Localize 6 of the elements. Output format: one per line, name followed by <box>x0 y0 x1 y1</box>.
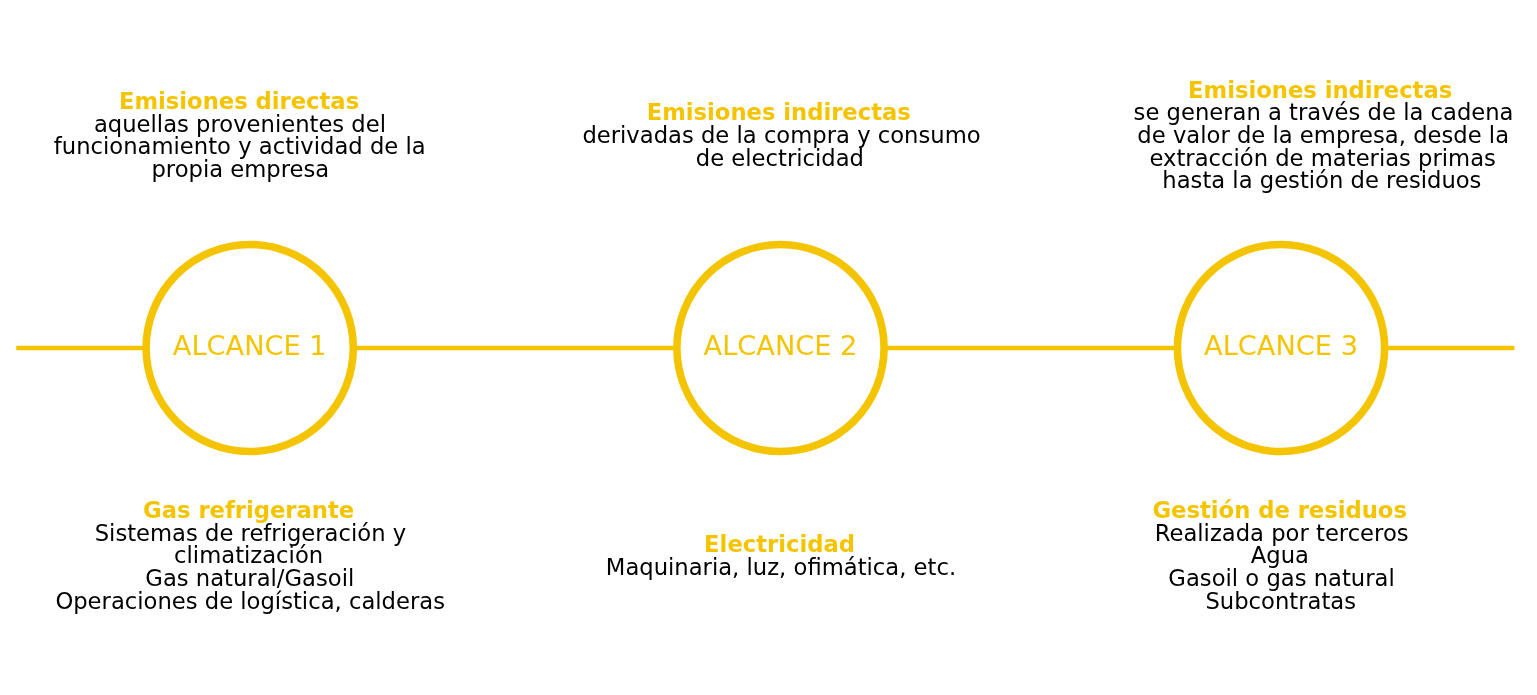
node-circle: ALCANCE 3 <box>1173 240 1389 455</box>
node-label: Gas refrigerante <box>143 496 355 523</box>
node-circle: ALCANCE 1 <box>142 240 358 455</box>
node-circle: ALCANCE 2 <box>673 240 888 455</box>
node-label: se generan a través de la cadena de valor de la empresa, desde la extracción de materias primas hasta la gestión de residuos <box>1133 98 1514 193</box>
connector <box>16 345 146 350</box>
